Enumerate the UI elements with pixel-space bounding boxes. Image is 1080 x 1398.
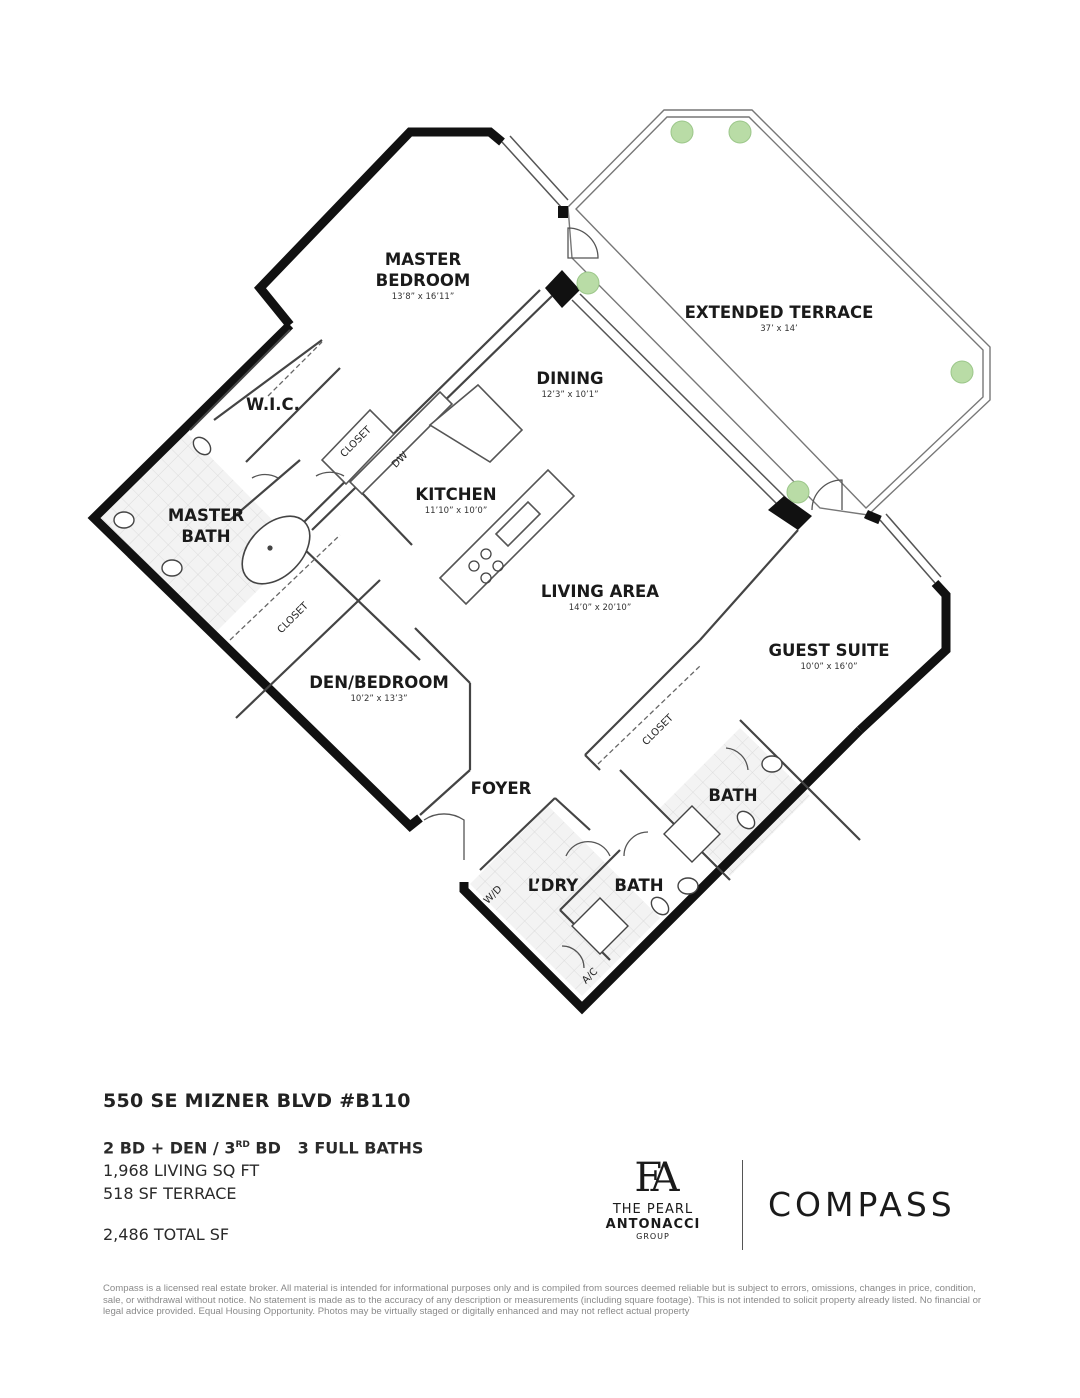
door-swings [251,227,843,969]
master-bedroom-label: MASTER [385,250,462,269]
listing-info: 550 SE MIZNER BLVD #B110 2 BD + DEN / 3R… [103,1090,423,1246]
interior-walls [189,289,861,961]
extended-terrace-label: EXTENDED TERRACE [685,303,874,322]
logo-line-3: GROUP [636,1232,670,1241]
fa-monogram: FA [634,1155,679,1201]
den-bedroom-label: DEN/BEDROOM [309,673,449,692]
guest-bath-label: BATH [708,786,757,805]
total-sqft: 2,486 TOTAL SF [103,1225,230,1245]
master-bath-label: MASTER [168,506,245,525]
terrace-plants [576,120,974,504]
logo-divider [742,1160,743,1250]
living-area-dims: 14’0” x 20’10” [569,603,632,613]
kitchen-label: KITCHEN [415,485,496,504]
listing-address: 550 SE MIZNER BLVD #B110 [103,1090,411,1112]
compass-logo: COMPASS [768,1185,956,1224]
master-bedroom-dims: 13’8” x 16’11” [392,292,455,302]
den-bedroom-dims: 10’2” x 13’3” [350,694,407,704]
exterior-walls [87,127,951,1015]
master-bath-label-2: BATH [181,527,230,546]
beds-suffix: BD 3 FULL BATHS [249,1138,424,1158]
master-bedroom-label-2: BEDROOM [376,271,471,290]
living-sqft: 1,968 LIVING SQ FT [103,1161,260,1181]
guest-suite-label: GUEST SUITE [768,641,889,660]
beds-prefix: 2 BD + DEN / 3 [103,1138,236,1158]
tub [241,515,311,585]
foyer-label: FOYER [471,779,532,798]
columns [545,206,812,530]
plumbing-fixtures [113,436,783,955]
stove [468,548,504,584]
glass-walls [501,135,942,584]
hall-bath-label: BATH [614,876,663,895]
closet-rails [229,341,701,765]
logo-line-1: THE PEARL [612,1202,694,1217]
beds-ordinal: RD [235,1140,250,1150]
dining-label: DINING [536,369,603,388]
terrace-sqft: 518 SF TERRACE [103,1184,237,1204]
terrace-outline [567,109,991,516]
pearl-antonacci-logo: FA THE PEARL ANTONACCI GROUP [598,1158,708,1241]
laundry-label: L’DRY [528,876,579,895]
floor-plan: MASTER BEDROOM 13’8” x 16’11” EXTENDED T… [87,109,991,1015]
bath-closet-label: CLOSET [276,600,312,636]
dining-dims: 12’3” x 10’1” [541,390,598,400]
logo-line-2: ANTONACCI [605,1217,701,1232]
extended-terrace-dims: 37’ x 14’ [760,324,797,334]
wic-label: W.I.C. [246,395,300,414]
guest-suite-dims: 10’0” x 16’0” [800,662,857,672]
beds-baths: 2 BD + DEN / 3RD BD 3 FULL BATHS [103,1134,423,1159]
disclaimer: Compass is a licensed real estate broker… [103,1283,982,1318]
living-area-label: LIVING AREA [541,582,659,601]
kitchen-dims: 11’10” x 10’0” [425,506,488,516]
